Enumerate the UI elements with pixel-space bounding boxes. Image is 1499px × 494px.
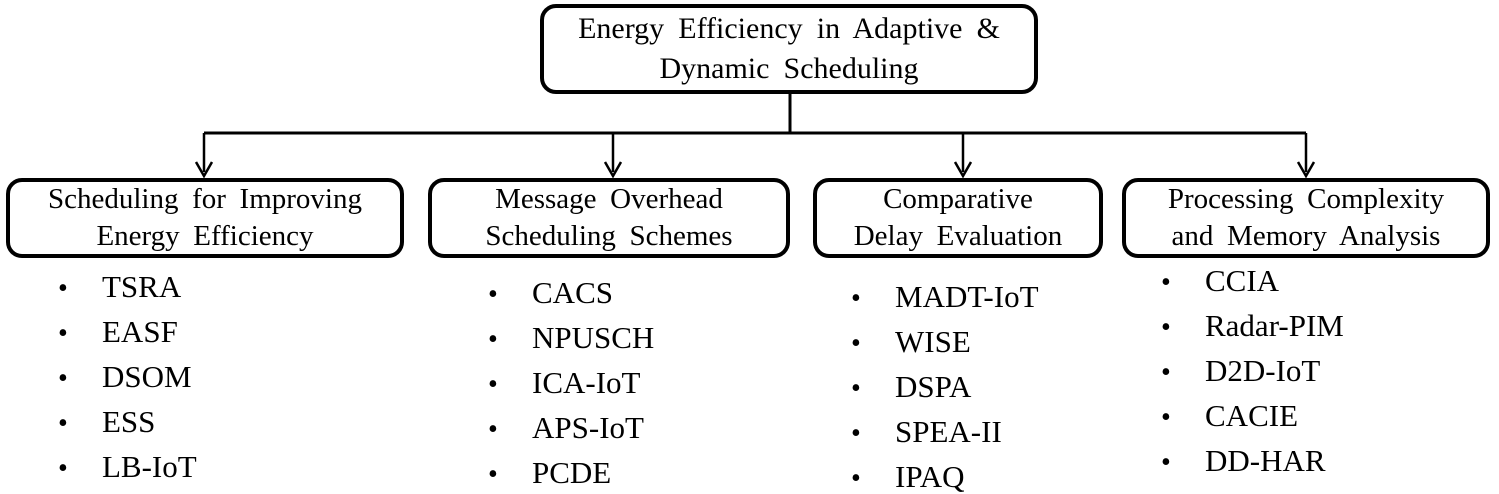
list-item: Radar-PIM xyxy=(1161,309,1344,345)
list-item: DD-HAR xyxy=(1161,444,1344,480)
bullet-list-message-overhead: CACS NPUSCH ICA-IoT APS-IoT PCDE xyxy=(488,276,654,494)
arrowhead-down-icon xyxy=(1296,161,1316,179)
list-item: WISE xyxy=(851,325,1039,361)
list-item: DSOM xyxy=(58,360,197,396)
list-item: PCDE xyxy=(488,456,654,492)
arrowhead-down-icon xyxy=(194,161,214,179)
category-box-processing-complexity-memory: Processing Complexity and Memory Analysi… xyxy=(1122,178,1490,258)
list-item: SPEA-II xyxy=(851,415,1039,451)
category-title-line2: Energy Efficiency xyxy=(96,220,314,252)
list-item: ICA-IoT xyxy=(488,366,654,402)
category-box-message-overhead: Message Overhead Scheduling Schemes xyxy=(428,178,790,258)
list-item: CACS xyxy=(488,276,654,312)
list-item: APS-IoT xyxy=(488,411,654,447)
category-title-line1: Processing Complexity xyxy=(1167,183,1445,215)
category-title-line2: Delay Evaluation xyxy=(853,220,1063,252)
bullet-list-comparative-delay: MADT-IoT WISE DSPA SPEA-II IPAQ xyxy=(851,280,1039,494)
list-item: ESS xyxy=(58,405,197,441)
category-box-comparative-delay: Comparative Delay Evaluation xyxy=(813,178,1103,258)
category-title-line2: and Memory Analysis xyxy=(1171,220,1441,252)
category-title-line1: Comparative xyxy=(883,183,1033,215)
list-item: LB-IoT xyxy=(58,450,197,486)
list-item: NPUSCH xyxy=(488,321,654,357)
arrowhead-down-icon xyxy=(603,161,623,179)
bullet-list-scheduling-improving-energy: TSRA EASF DSOM ESS LB-IoT xyxy=(58,270,197,494)
list-item: MADT-IoT xyxy=(851,280,1039,316)
list-item: CACIE xyxy=(1161,399,1344,435)
category-title-line1: Scheduling for Improving xyxy=(48,183,362,215)
list-item: IPAQ xyxy=(851,460,1039,494)
root-title-line2: Dynamic Scheduling xyxy=(659,52,919,85)
list-item: DSPA xyxy=(851,370,1039,406)
category-title-line2: Scheduling Schemes xyxy=(485,220,733,252)
list-item: EASF xyxy=(58,315,197,351)
root-box-energy-efficiency: Energy Efficiency in Adaptive & Dynamic … xyxy=(540,4,1038,94)
root-title-line1: Energy Efficiency in Adaptive & xyxy=(578,12,1000,45)
arrowhead-down-icon xyxy=(953,161,973,179)
category-title-line1: Message Overhead xyxy=(495,183,723,215)
list-item: CCIA xyxy=(1161,264,1344,300)
list-item: D2D-IoT xyxy=(1161,354,1344,390)
category-box-scheduling-improving-energy: Scheduling for Improving Energy Efficien… xyxy=(6,178,404,258)
bullet-list-processing-complexity-memory: CCIA Radar-PIM D2D-IoT CACIE DD-HAR xyxy=(1161,264,1344,489)
list-item: TSRA xyxy=(58,270,197,306)
